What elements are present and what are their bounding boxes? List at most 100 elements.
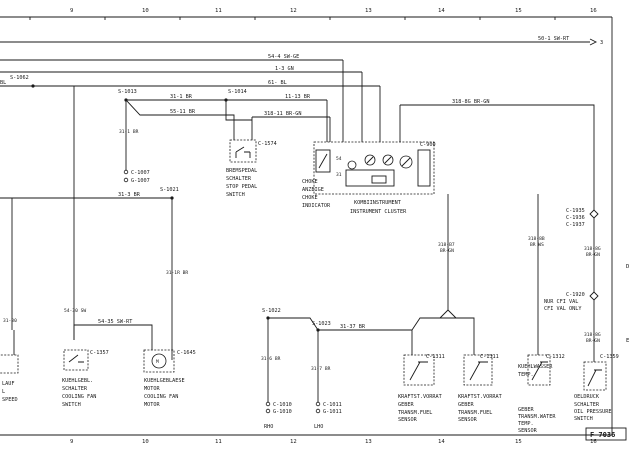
cluster-connector-block bbox=[417, 149, 431, 187]
svg-text:SWITCH: SWITCH bbox=[574, 416, 593, 422]
svg-text:SWITCH: SWITCH bbox=[62, 402, 81, 408]
grid-right-letters: D E bbox=[626, 264, 630, 344]
svg-text:TRANSM.FUEL: TRANSM.FUEL bbox=[458, 410, 492, 416]
motor-icon bbox=[151, 353, 167, 369]
switch-contact-icon bbox=[235, 146, 251, 158]
splice-label-1023: S-1023 bbox=[312, 321, 331, 327]
off-page-arrow-icon bbox=[589, 38, 598, 46]
brake-switch-label: BREMSPEDAL SCHALTER STOP PEDAL SWITCH bbox=[226, 168, 257, 198]
splice-label-1014: S-1014 bbox=[228, 89, 247, 95]
ground-ring-g1007 bbox=[123, 177, 129, 183]
pin-54: 54 bbox=[336, 156, 342, 162]
grid-bottom-15: 15 bbox=[515, 439, 522, 445]
svg-text:COOLING FAN: COOLING FAN bbox=[62, 394, 96, 400]
svg-text:STOP PEDAL: STOP PEDAL bbox=[226, 184, 257, 190]
connector-g1011: G-1011 bbox=[323, 409, 342, 415]
inline-connector-icon bbox=[589, 209, 599, 219]
wire-label-31-3: 31-3 BR bbox=[118, 192, 141, 198]
gauge-needles-icon bbox=[366, 156, 411, 167]
svg-text:CHOKE: CHOKE bbox=[302, 195, 318, 201]
connector-c1312: C-1312 bbox=[546, 354, 565, 360]
temp-sensor-icon bbox=[531, 361, 548, 381]
fan-motor-label: KUEHLGEBLAESE MOTOR COOLING FAN MOTOR bbox=[144, 378, 185, 408]
svg-text:KUEHLWASSER: KUEHLWASSER bbox=[518, 364, 553, 370]
svg-text:SPEED: SPEED bbox=[2, 397, 18, 403]
connector-c1359: C-1359 bbox=[600, 354, 619, 360]
wire-label-31-1: 31-1 BR bbox=[170, 94, 193, 100]
svg-text:TRANSM.WATER: TRANSM.WATER bbox=[518, 414, 556, 420]
connector-c1010: C-1010 bbox=[273, 402, 292, 408]
svg-text:KUEHLGEBLAESE: KUEHLGEBLAESE bbox=[144, 378, 185, 384]
temp-sensor-label: KUEHLWASSER TEMP. GEBER TRANSM.WATER TEM… bbox=[518, 364, 556, 434]
choke-indicator-box bbox=[315, 149, 331, 173]
grid-top-ticks bbox=[29, 17, 556, 20]
wire-label-61: 61- BL bbox=[268, 80, 287, 86]
svg-text:SCHALTER: SCHALTER bbox=[574, 402, 600, 408]
svg-text:SENSOR: SENSOR bbox=[458, 417, 478, 423]
choke-label: CHOKE ANZEIGE CHOKE INDICATOR bbox=[302, 179, 331, 209]
connector-c1937: C-1937 bbox=[566, 222, 585, 228]
connector-g1010: G-1010 bbox=[273, 409, 292, 415]
wire-label-31-1r: 31-1R BR bbox=[166, 270, 188, 276]
wire-label-left: BL bbox=[0, 80, 6, 86]
fuel-sensor-a-label: KRAFTST.VORRAT GEBER TRANSM.FUEL SENSOR bbox=[398, 394, 442, 423]
connector-g1007: G-1007 bbox=[131, 178, 150, 184]
svg-text:OELDRUCK: OELDRUCK bbox=[574, 394, 600, 400]
grid-bottom-16: 16 bbox=[590, 439, 597, 445]
wire-label-55-11: 55-11 BR bbox=[170, 109, 196, 115]
grid-top-12: 12 bbox=[290, 8, 297, 14]
svg-text:KRAFTST.VORRAT: KRAFTST.VORRAT bbox=[458, 394, 502, 400]
wire-label-31-7: 31-7 BR bbox=[311, 366, 331, 372]
wire-label-54-4: 54-4 SW-GE bbox=[268, 54, 299, 60]
connector-c1645: C-1645 bbox=[177, 350, 196, 356]
ground-ring-g1011 bbox=[315, 408, 321, 414]
grid-top-11: 11 bbox=[215, 8, 222, 14]
splice-label-1062: S-1062 bbox=[10, 75, 29, 81]
motor-icon-mark: M bbox=[156, 359, 159, 365]
grid-top-10: 10 bbox=[142, 8, 149, 14]
svg-text:COOLING FAN: COOLING FAN bbox=[144, 394, 178, 400]
sheet-id: F-7036 bbox=[590, 431, 615, 439]
svg-text:SCHALTER: SCHALTER bbox=[62, 386, 88, 392]
inline-connector-icon-2 bbox=[589, 291, 599, 301]
ground-ring-g1010 bbox=[265, 408, 271, 414]
wire-label-31-30: 31-30 bbox=[3, 318, 17, 324]
grid-bottom-11: 11 bbox=[215, 439, 222, 445]
wire-31-37-branch bbox=[411, 317, 475, 355]
svg-text:SENSOR: SENSOR bbox=[518, 428, 538, 434]
cfi-note: NUR CFI VAL CFI VAL ONLY bbox=[544, 299, 582, 312]
grid-bottom-12: 12 bbox=[290, 439, 297, 445]
grid-top-15: 15 bbox=[515, 8, 522, 14]
fan-switch-contact-icon bbox=[68, 354, 84, 363]
grid-bottom-10: 10 bbox=[142, 439, 149, 445]
oil-switch-icon bbox=[587, 369, 602, 387]
grid-right-d: D bbox=[626, 264, 630, 270]
fuel-sensor-a-box bbox=[403, 354, 435, 386]
wire-label-31-6: 31-6 BR bbox=[261, 356, 281, 362]
svg-text:SENSOR: SENSOR bbox=[398, 417, 418, 423]
grid-bottom-9: 9 bbox=[70, 439, 73, 445]
fuel-sensor-b-icon bbox=[469, 361, 488, 381]
odometer-icon bbox=[371, 175, 387, 184]
connector-c900: C-900 bbox=[420, 142, 436, 148]
cluster-label: KOMBIINSTRUMENT INSTRUMENT CLUSTER bbox=[350, 200, 407, 215]
connector-c1007: C-1007 bbox=[131, 170, 150, 176]
wire-label-318-8g: 318-8G BR-GN bbox=[452, 99, 489, 105]
svg-text:ANZEIGE: ANZEIGE bbox=[302, 187, 324, 193]
wire-label-54-30: 54-30 SW bbox=[64, 308, 86, 314]
svg-text:INSTRUMENT CLUSTER: INSTRUMENT CLUSTER bbox=[350, 209, 407, 215]
grid-top-13: 13 bbox=[365, 8, 372, 14]
splice-label-1013: S-1013 bbox=[118, 89, 137, 95]
svg-text:SWITCH: SWITCH bbox=[226, 192, 245, 198]
fuel-sensor-b-label: KRAFTST.VORRAT GEBER TRANSM.FUEL SENSOR bbox=[458, 394, 502, 423]
svg-text:L: L bbox=[2, 389, 5, 395]
wire-54-35 bbox=[73, 324, 153, 350]
sheet-id-box bbox=[585, 427, 627, 441]
svg-text:MOTOR: MOTOR bbox=[144, 402, 160, 408]
splice-label-1022: S-1022 bbox=[262, 308, 281, 314]
svg-text:LAUF: LAUF bbox=[2, 381, 15, 387]
grid-bottom-14: 14 bbox=[438, 439, 445, 445]
grid-top-14: 14 bbox=[438, 8, 445, 14]
wire-31-1-branch bbox=[225, 100, 252, 121]
